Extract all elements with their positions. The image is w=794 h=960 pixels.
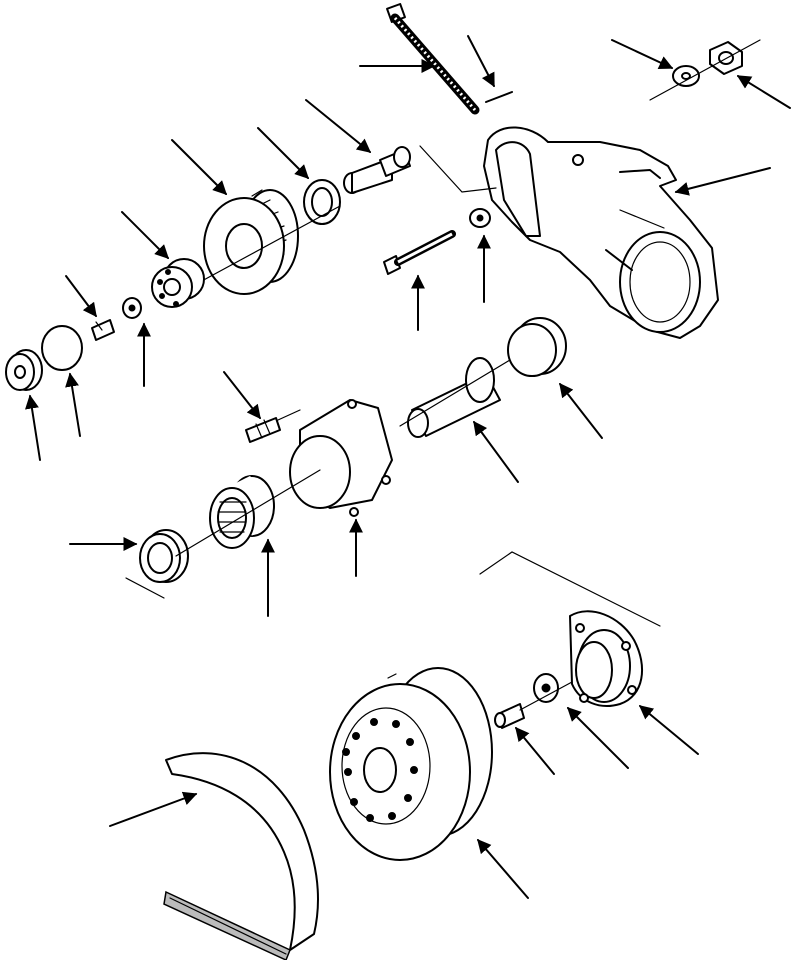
- leader-pivot-bolt: [305, 99, 372, 153]
- leader-drive-belt: [109, 791, 198, 827]
- leader-idler-pulley: [171, 139, 227, 195]
- leader-hex-nut: [736, 75, 791, 109]
- ball-bearing-lower: [209, 475, 275, 549]
- leader-end-cap: [559, 382, 603, 439]
- idler-pulley: [203, 186, 299, 295]
- long-bolt: [383, 230, 456, 275]
- flange-washer: [533, 673, 559, 703]
- spindle-shaft: [407, 357, 501, 438]
- bracket-washer: [469, 208, 491, 228]
- leader-bearing-upper: [121, 211, 169, 259]
- leader-tensioner-bracket: [674, 167, 771, 196]
- leader-flange-washer: [567, 707, 629, 769]
- spring-pin: [485, 91, 513, 103]
- tensioner-bracket: [483, 126, 719, 339]
- assembly-line-bolt: [419, 145, 497, 193]
- dust-cap-upper: [5, 349, 43, 391]
- cap-screw: [245, 417, 281, 443]
- bracket-line-lower: [125, 577, 165, 599]
- leader-washer-top: [611, 39, 674, 70]
- leader-small-screw: [65, 275, 97, 318]
- pulley-holes: [342, 718, 418, 822]
- thin-retainer: [41, 325, 83, 371]
- group-bracket-line: [479, 551, 661, 627]
- centerline-nut: [649, 39, 761, 101]
- ball-bearing-upper: [151, 258, 205, 308]
- hub-flange-plate: [569, 610, 644, 707]
- centerline-hub: [175, 359, 511, 557]
- leader-seal-ring: [257, 127, 309, 179]
- hub-housing: [289, 399, 393, 517]
- leader-flange-bolt: [515, 726, 555, 775]
- centerline-screw: [277, 409, 301, 421]
- drive-belt: [163, 752, 320, 960]
- crank-pulley: [329, 667, 493, 861]
- end-cap: [507, 317, 567, 377]
- flange-bolt: [494, 703, 525, 729]
- leader-spring-pin: [467, 35, 495, 88]
- pivot-bolt: [343, 146, 411, 194]
- small-washer: [122, 297, 142, 319]
- leader-dust-cap: [25, 394, 41, 461]
- leader-spindle: [473, 420, 519, 483]
- small-screw: [91, 319, 115, 341]
- leader-flange-plate: [638, 705, 699, 755]
- flat-washer-top: [672, 65, 700, 87]
- seal-lower: [139, 529, 189, 583]
- threaded-rod: [386, 3, 480, 115]
- centerline-pulley: [199, 205, 341, 283]
- leader-retainer: [65, 372, 81, 437]
- leader-cap-screw: [223, 371, 261, 420]
- seal-ring: [303, 179, 341, 225]
- leader-arrows: [25, 35, 791, 899]
- centerline-flange: [519, 681, 573, 711]
- leader-crank-pulley: [477, 838, 529, 899]
